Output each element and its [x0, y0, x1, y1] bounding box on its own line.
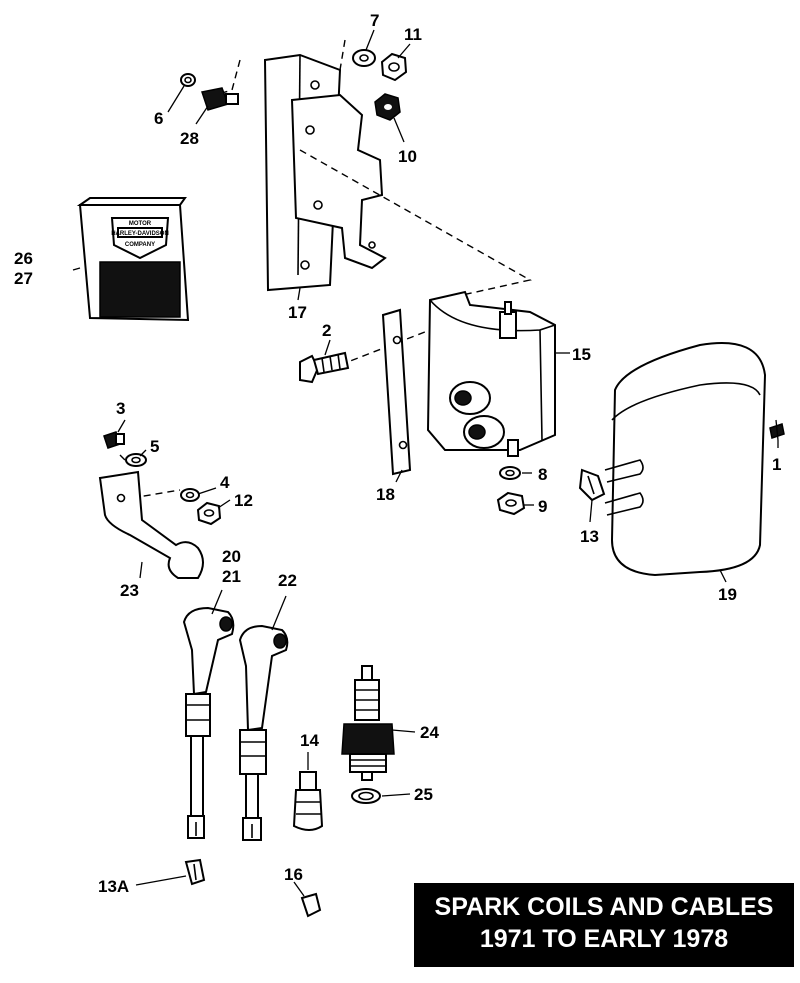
diagram-title: SPARK COILS AND CABLES	[434, 893, 774, 921]
clip-13a	[184, 858, 206, 886]
washer-7	[352, 49, 376, 67]
nut-10	[374, 93, 401, 121]
leader-lines	[72, 29, 779, 897]
callout-25: 25	[414, 785, 433, 804]
callout-19: 19	[718, 585, 737, 604]
bracket-plate	[290, 93, 387, 270]
callout-22: 22	[278, 571, 297, 590]
callout-9: 9	[538, 497, 547, 516]
nut-9	[496, 491, 526, 516]
screw-3	[103, 431, 125, 449]
callout-7: 7	[370, 11, 379, 30]
spark-plug-24	[341, 665, 395, 781]
callout-3: 3	[116, 399, 125, 418]
svg-text:HARLEY-DAVIDSON: HARLEY-DAVIDSON	[111, 231, 169, 237]
callout-18: 18	[376, 485, 395, 504]
washer-5	[125, 453, 147, 467]
callout-17: 17	[288, 303, 307, 322]
callout-20: 20	[222, 547, 241, 566]
nut-11	[380, 52, 408, 82]
assembly-line-screw	[119, 454, 131, 466]
bolt-2	[299, 351, 350, 384]
lock-washer-8	[499, 466, 521, 480]
callout-5: 5	[150, 437, 159, 456]
callout-2: 2	[322, 321, 331, 340]
coil-strap-18	[381, 308, 412, 476]
callout-28: 28	[180, 129, 199, 148]
callout-24: 24	[420, 723, 439, 742]
callout-11: 11	[404, 25, 422, 44]
callout-6: 6	[154, 109, 163, 128]
callout-8: 8	[538, 465, 547, 484]
assembly-line-bracket	[299, 149, 532, 301]
callout-13: 13	[580, 527, 599, 546]
ignition-coil-15	[426, 290, 556, 457]
callout-26: 26	[14, 249, 33, 268]
callout-13a: 13A	[98, 877, 129, 896]
callout-10: 10	[398, 147, 417, 166]
diagram-subtitle: 1971 TO EARLY 1978	[479, 925, 729, 953]
callout-4: 4	[220, 473, 230, 492]
callout-14: 14	[300, 731, 319, 750]
callout-23: 23	[120, 581, 139, 600]
screw-1	[769, 419, 785, 441]
harley-davidson-logo: MOTOR HARLEY-DAVIDSON COMPANY	[110, 217, 170, 260]
callout-12: 12	[234, 491, 253, 510]
svg-text:MOTOR: MOTOR	[129, 221, 152, 227]
washer-4	[180, 488, 200, 502]
coil-tower-upper	[449, 381, 491, 415]
coil-tower-lower	[463, 415, 505, 449]
clip-13	[578, 468, 606, 502]
gasket-25	[351, 788, 381, 804]
svg-text:COMPANY: COMPANY	[125, 242, 155, 248]
parts-box: MOTOR HARLEY-DAVIDSON COMPANY	[76, 197, 190, 322]
callout-27: 27	[14, 269, 33, 288]
assembly-line-clamp	[119, 489, 181, 501]
coil-cover-19	[604, 342, 767, 577]
spark-plug-boot-14	[292, 771, 324, 831]
spark-cable-22	[238, 624, 289, 841]
nut-12	[196, 501, 222, 526]
clip-16	[300, 892, 322, 918]
cable-bracket-23	[98, 470, 204, 579]
diagram-title-box: SPARK COILS AND CABLES 1971 TO EARLY 197…	[414, 883, 794, 967]
callout-1: 1	[772, 455, 781, 474]
lock-washer-6	[180, 73, 196, 87]
callout-16: 16	[284, 865, 303, 884]
callout-21: 21	[222, 567, 241, 586]
terminal-28	[201, 87, 239, 111]
callout-labels: 1 2 3 4 5 6 7 8 9 10 11 12 13 13A 14 15 …	[14, 11, 781, 896]
spark-cable-20-21	[182, 606, 235, 839]
callout-15: 15	[572, 345, 591, 364]
